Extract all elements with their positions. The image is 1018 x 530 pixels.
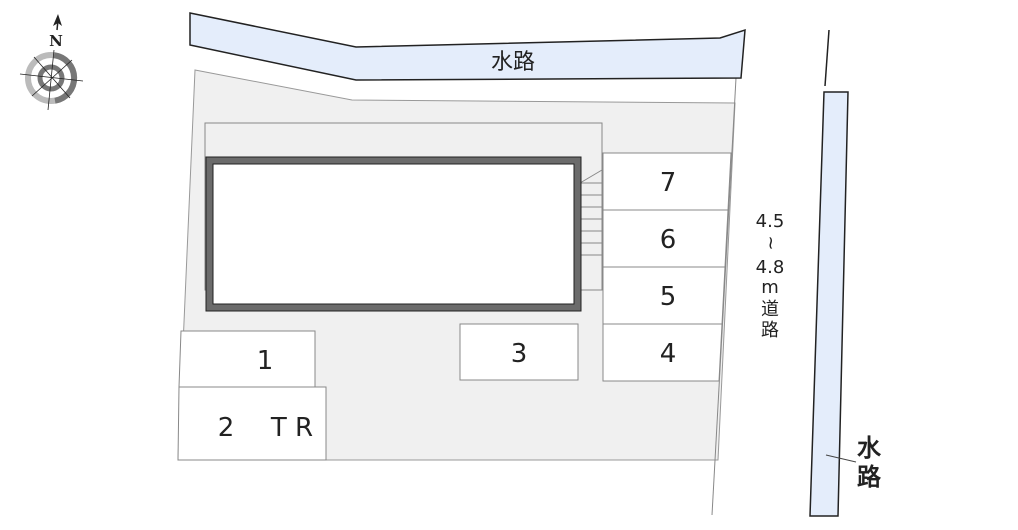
canal-top	[189, 12, 746, 81]
parking-label-5: 5	[660, 282, 677, 312]
road-width-from: 4.5	[756, 211, 785, 232]
parking-label-4: 4	[660, 339, 677, 369]
trash-room-label: T R	[270, 413, 313, 443]
stairs	[579, 169, 603, 290]
building	[206, 157, 581, 311]
parking-space-2	[177, 386, 327, 461]
parking-label-7: 7	[660, 168, 677, 198]
canal-right-label-2: 路	[857, 463, 882, 491]
canal-right	[809, 91, 849, 517]
parking-label-6: 6	[660, 225, 677, 255]
road-label-1: 道	[761, 299, 779, 320]
parking-space-4	[602, 323, 723, 382]
road-width-to: 4.8	[756, 257, 785, 278]
road-tilde: ~	[760, 235, 781, 250]
road-unit: m	[761, 277, 779, 298]
parking-space-3	[459, 323, 579, 381]
property-boundary-right	[711, 77, 737, 516]
road-label-2: 路	[761, 320, 779, 341]
compass-icon: N	[19, 14, 84, 111]
parking-space-1	[178, 330, 316, 388]
canal-top-label: 水路	[491, 50, 535, 75]
canal-right-label-1: 水	[857, 434, 882, 462]
canal-right-edge	[824, 29, 830, 87]
compass-north-label: N	[49, 32, 63, 50]
parking-label-2: 2	[218, 413, 235, 443]
parking-label-1: 1	[257, 346, 274, 376]
parking-label-3: 3	[511, 339, 528, 369]
